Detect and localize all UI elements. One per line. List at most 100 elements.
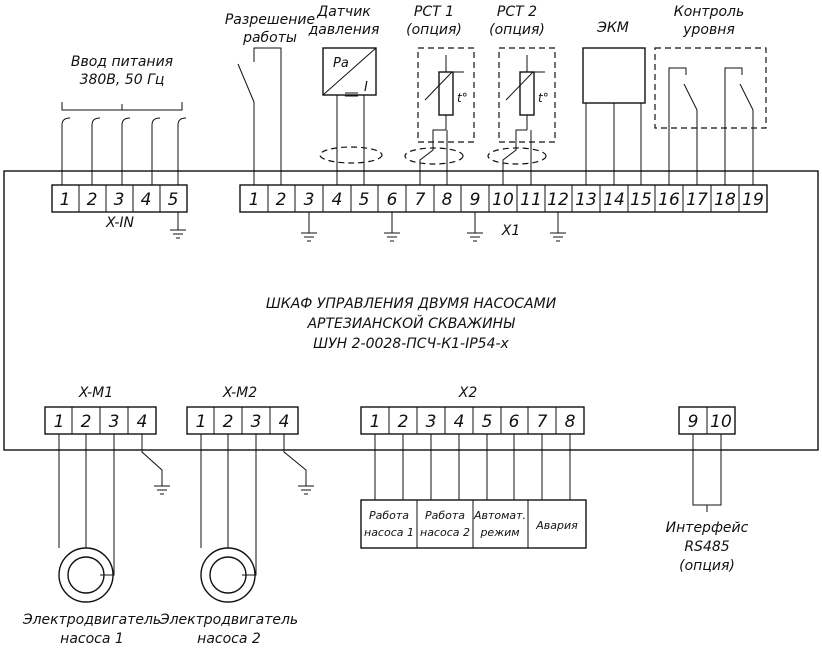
signal-pump1-line2: насоса 1 bbox=[364, 526, 414, 539]
ground-icon bbox=[170, 212, 186, 239]
signal-pump2-line2: насоса 2 bbox=[420, 526, 470, 539]
rst1-label-line2: (опция) bbox=[406, 22, 462, 38]
x-m2-label: X-M2 bbox=[222, 385, 257, 401]
x-in-terminal: 3 bbox=[114, 190, 125, 210]
x2-wires bbox=[374, 434, 571, 500]
pressure-output: I bbox=[364, 80, 368, 95]
x1-terminal: 10 bbox=[492, 190, 514, 210]
x-in-terminal-block: 1 2 3 4 5 bbox=[51, 184, 188, 213]
pressure-sensor-icon: Pa I bbox=[319, 47, 383, 185]
rs485-terminal: 10 bbox=[710, 412, 732, 432]
x1-terminal-block: 1 2 3 4 5 6 7 8 9 10 11 12 13 14 15 16 1… bbox=[239, 184, 768, 213]
ground-icon bbox=[301, 212, 317, 242]
level-switch-icon bbox=[654, 47, 767, 185]
x-m1-terminal: 3 bbox=[109, 412, 120, 432]
rst1-label-line1: РСТ 1 bbox=[414, 4, 454, 20]
signal-auto-line1: Автомат. bbox=[473, 509, 526, 522]
cabinet-frame bbox=[3, 170, 819, 451]
x1-terminal: 8 bbox=[442, 190, 453, 210]
temp-sensor-icon: t° bbox=[487, 47, 556, 185]
x-m1-terminal: 1 bbox=[54, 412, 65, 432]
motor1-label-line2: насоса 1 bbox=[60, 631, 124, 647]
signal-alarm: Авария bbox=[535, 519, 578, 532]
rst2-label-line2: (опция) bbox=[489, 22, 545, 38]
permit-switch-icon bbox=[237, 47, 282, 185]
x1-terminal: 19 bbox=[742, 190, 764, 210]
pressure-label-line1: Датчик bbox=[316, 4, 371, 20]
rst1-temp-symbol: t° bbox=[457, 91, 468, 105]
x1-terminal: 3 bbox=[304, 190, 315, 210]
x1-terminal: 12 bbox=[547, 190, 569, 210]
x1-terminal: 13 bbox=[575, 190, 597, 210]
rs485-terminal-block: 9 10 bbox=[678, 406, 736, 435]
pressure-label-line2: давления bbox=[308, 22, 380, 38]
x1-terminal: 18 bbox=[714, 190, 736, 210]
rs485-terminal: 9 bbox=[688, 412, 699, 432]
rs485-label-line1: Интерфейс bbox=[666, 520, 749, 536]
level-label-line2: уровня bbox=[682, 22, 735, 38]
x-m1-label: X-M1 bbox=[78, 385, 113, 401]
pressure-symbol: Pa bbox=[333, 56, 349, 71]
x2-signal-box: Работа насоса 1 Работа насоса 2 Автомат.… bbox=[360, 499, 587, 549]
ground-icon bbox=[550, 212, 566, 242]
ground-icon bbox=[467, 212, 483, 242]
x2-terminal: 3 bbox=[426, 412, 437, 432]
x1-terminal: 5 bbox=[359, 190, 370, 210]
x-m2-terminal: 1 bbox=[196, 412, 207, 432]
x2-terminal: 7 bbox=[537, 412, 548, 432]
ekm-label: ЭКМ bbox=[596, 20, 629, 36]
ground-icon bbox=[283, 434, 314, 495]
power-label-line2: 380В, 50 Гц bbox=[80, 72, 165, 88]
rs485-label-line3: (опция) bbox=[679, 558, 735, 574]
x1-terminal: 7 bbox=[415, 190, 426, 210]
x2-terminal-block: 1 2 3 4 5 6 7 8 bbox=[360, 406, 585, 435]
ekm-icon bbox=[582, 47, 646, 185]
permit-label-line2: работы bbox=[242, 30, 297, 46]
rs485-label-line2: RS485 bbox=[684, 539, 729, 555]
cabinet-title-line3: ШУН 2-0028-ПСЧ-К1-IP54-х bbox=[313, 336, 509, 352]
x2-terminal: 1 bbox=[370, 412, 381, 432]
cabinet-title-line1: ШКАФ УПРАВЛЕНИЯ ДВУМЯ НАСОСАМИ bbox=[266, 296, 557, 312]
cabinet-title-line2: АРТЕЗИАНСКОЙ СКВАЖИНЫ bbox=[306, 314, 515, 332]
x1-terminal: 2 bbox=[276, 190, 287, 210]
x2-label: X2 bbox=[458, 385, 478, 401]
motor-icon bbox=[200, 434, 257, 603]
signal-pump1-line1: Работа bbox=[369, 509, 409, 522]
x2-terminal: 4 bbox=[454, 412, 465, 432]
rs485-wires bbox=[692, 434, 722, 512]
motor2-label-line2: насоса 2 bbox=[197, 631, 261, 647]
permit-label-line1: Разрешение bbox=[225, 12, 315, 28]
signal-pump2-line1: Работа bbox=[425, 509, 465, 522]
x-m2-terminal-block: 1 2 3 4 bbox=[186, 406, 299, 435]
power-bracket bbox=[61, 102, 183, 111]
power-label-line1: Ввод питания bbox=[71, 54, 173, 70]
x-m2-terminal: 4 bbox=[279, 412, 290, 432]
x-in-terminal: 1 bbox=[60, 190, 71, 210]
x-m1-terminal: 4 bbox=[137, 412, 148, 432]
ground-icon bbox=[141, 434, 170, 495]
temp-sensor-icon: t° bbox=[404, 47, 475, 185]
x-m2-terminal: 2 bbox=[223, 412, 234, 432]
power-wires bbox=[61, 117, 187, 185]
x-in-label: X-IN bbox=[105, 215, 134, 231]
x1-terminal: 1 bbox=[249, 190, 260, 210]
rst2-label-line1: РСТ 2 bbox=[497, 4, 537, 20]
x1-terminal: 6 bbox=[387, 190, 398, 210]
x1-terminal: 15 bbox=[630, 190, 652, 210]
rst2-temp-symbol: t° bbox=[538, 91, 549, 105]
x2-terminal: 6 bbox=[509, 412, 520, 432]
x1-label: X1 bbox=[501, 223, 521, 239]
x1-terminal: 16 bbox=[658, 190, 680, 210]
x1-terminal: 11 bbox=[520, 190, 542, 210]
x2-terminal: 5 bbox=[482, 412, 493, 432]
x-in-terminal: 5 bbox=[168, 190, 179, 210]
x1-terminal: 14 bbox=[603, 190, 625, 210]
x2-terminal: 8 bbox=[565, 412, 576, 432]
motor1-label-line1: Электродвигатель bbox=[22, 612, 161, 628]
x-in-terminal: 2 bbox=[87, 190, 98, 210]
motor2-label-line1: Электродвигатель bbox=[159, 612, 298, 628]
x1-terminal: 9 bbox=[470, 190, 481, 210]
x1-terminal: 4 bbox=[332, 190, 343, 210]
x2-terminal: 2 bbox=[398, 412, 409, 432]
